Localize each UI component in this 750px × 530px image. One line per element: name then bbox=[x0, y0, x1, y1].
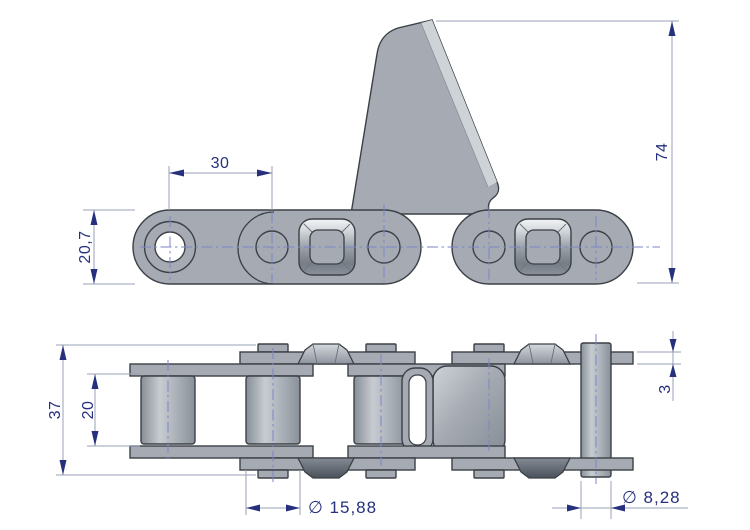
dim-pin-diameter: ∅ 8,28 bbox=[552, 481, 688, 519]
boss-dome-near-1 bbox=[296, 457, 356, 479]
inner-plate-near-right bbox=[347, 445, 506, 459]
attachment-boss-2 bbox=[514, 218, 572, 276]
bracket-bend-line bbox=[420, 22, 489, 188]
plate-overlap-arc bbox=[237, 211, 275, 285]
inner-plate-far-left bbox=[129, 363, 314, 377]
dim-pitch-label: 30 bbox=[211, 155, 230, 172]
plan-view: 37 20 3 ∅ 15,88 ∅ 8,28 bbox=[47, 331, 688, 519]
attachment-bracket bbox=[350, 19, 500, 215]
dim-roller-diameter: ∅ 15,88 bbox=[245, 470, 377, 517]
pin-stub-near-2 bbox=[365, 469, 397, 479]
pin-stub-near-3 bbox=[473, 469, 505, 479]
dim-overall-width-label: 37 bbox=[47, 401, 64, 420]
dim-plate-thickness-label: 3 bbox=[657, 384, 674, 393]
dim-roller-diameter-label: ∅ 15,88 bbox=[308, 498, 377, 517]
side-view: 30 20,7 74 bbox=[77, 19, 679, 285]
connecting-bushing-block bbox=[432, 365, 506, 455]
dim-pin-diameter-label: ∅ 8,28 bbox=[622, 488, 681, 507]
spring-clip-opening bbox=[408, 374, 427, 446]
dim-inner-width: 20 bbox=[80, 373, 140, 447]
dim-attachment-height: 74 bbox=[436, 20, 679, 284]
dim-inner-width-label: 20 bbox=[80, 401, 97, 420]
dim-attachment-height-label: 74 bbox=[654, 143, 671, 162]
dim-overall-width: 37 bbox=[47, 344, 256, 476]
centerline-holes bbox=[169, 205, 597, 282]
boss-dome-near-2 bbox=[512, 457, 572, 479]
dim-plate-height-label: 20,7 bbox=[77, 230, 94, 263]
dim-pitch: 30 bbox=[168, 155, 273, 210]
dim-plate-height: 20,7 bbox=[77, 209, 135, 285]
inner-plate-near-left bbox=[129, 445, 314, 459]
pin-stub-far-3 bbox=[473, 343, 505, 353]
bracket-edge-highlight bbox=[421, 20, 497, 187]
pin-stub-far-2 bbox=[365, 343, 397, 353]
dim-plate-thickness: 3 bbox=[637, 331, 681, 401]
centerlines-plan bbox=[167, 334, 597, 484]
boss-dome-far-1 bbox=[296, 343, 356, 365]
boss-dome-far-2 bbox=[512, 343, 572, 365]
